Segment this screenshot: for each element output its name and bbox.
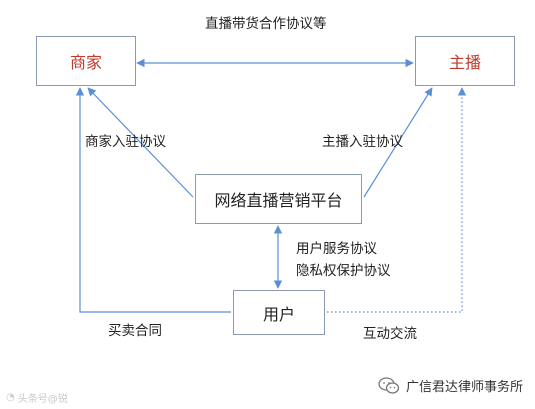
node-merchant-label: 商家 (69, 53, 102, 72)
node-user: 用户 (233, 290, 325, 335)
edge-label-merchant-anchor: 直播带货合作协议等 (205, 16, 327, 32)
watermark-left: ◔ 头条号@锐 (6, 390, 68, 405)
node-merchant: 商家 (36, 36, 136, 86)
edge-merchant-platform (87, 87, 194, 198)
edge-label-anchor-user: 互动交流 (363, 326, 417, 342)
edge-label-anchor-platform: 主播入驻协议 (322, 134, 403, 150)
edge-label-user-privacy: 隐私权保护协议 (296, 263, 391, 279)
node-anchor-label: 主播 (448, 53, 481, 72)
node-platform-label: 网络直播营销平台 (214, 191, 343, 210)
edge-user-merchant (75, 87, 231, 313)
edge-anchor-platform (363, 87, 433, 198)
node-user-label: 用户 (262, 304, 295, 324)
wechat-icon (378, 376, 400, 394)
node-anchor: 主播 (415, 36, 515, 86)
watermark-right: 广信君达律师事务所 (378, 376, 523, 395)
node-platform: 网络直播营销平台 (195, 174, 362, 224)
edge-label-merchant-user: 买卖合同 (108, 323, 162, 339)
edge-user-anchor (327, 87, 467, 313)
edge-label-user-service: 用户服务协议 (296, 241, 377, 257)
watermark-right-text: 广信君达律师事务所 (406, 380, 524, 395)
toutiao-logo-icon: ◔ (6, 392, 15, 403)
watermark-left-text: 头条号@锐 (17, 394, 68, 405)
edge-label-merchant-platform: 商家入驻协议 (85, 134, 166, 150)
